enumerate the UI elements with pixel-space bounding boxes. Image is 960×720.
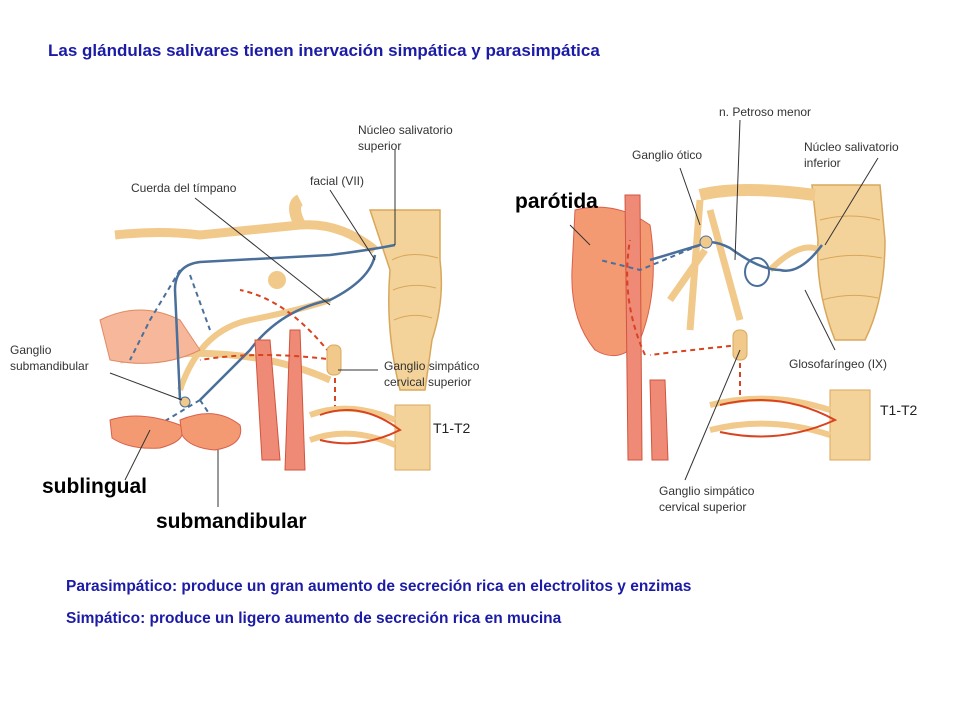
left-diagram: [99, 150, 443, 507]
page-title: Las glándulas salivares tienen inervació…: [48, 41, 600, 60]
label-ganglio-otico: Ganglio ótico: [632, 148, 703, 162]
right-diagram: [569, 119, 886, 481]
label-ganglio-submandibular: Ganglio submandibular: [10, 343, 89, 373]
note-parasimpatico: Parasimpático: produce un gran aumento d…: [66, 578, 692, 595]
label-nucleo-salivatorio-inferior: Núcleo salivatorio inferior: [804, 140, 899, 170]
label-petroso-menor: n. Petroso menor: [719, 105, 812, 119]
label-segment-left: T1-T2: [433, 420, 471, 436]
label-segment-right: T1-T2: [880, 402, 918, 418]
label-cuerda-del-timpano: Cuerda del tímpano: [131, 181, 237, 195]
label-ganglio-simpatico-left: Ganglio simpático cervical superior: [384, 359, 480, 389]
note-simpatico: Simpático: produce un ligero aumento de …: [66, 610, 562, 627]
label-gland-submandibular: submandibular: [156, 510, 307, 533]
label-facial-nerve: facial (VII): [310, 174, 365, 188]
label-glosofaringeo: Glosofaríngeo (IX): [789, 357, 888, 371]
label-nucleo-salivatorio-superior: Núcleo salivatorio superior: [358, 123, 453, 153]
label-gland-sublingual: sublingual: [42, 475, 147, 498]
label-gland-parotida: parótida: [515, 190, 598, 213]
label-ganglio-simpatico-right: Ganglio simpático cervical superior: [659, 484, 755, 514]
